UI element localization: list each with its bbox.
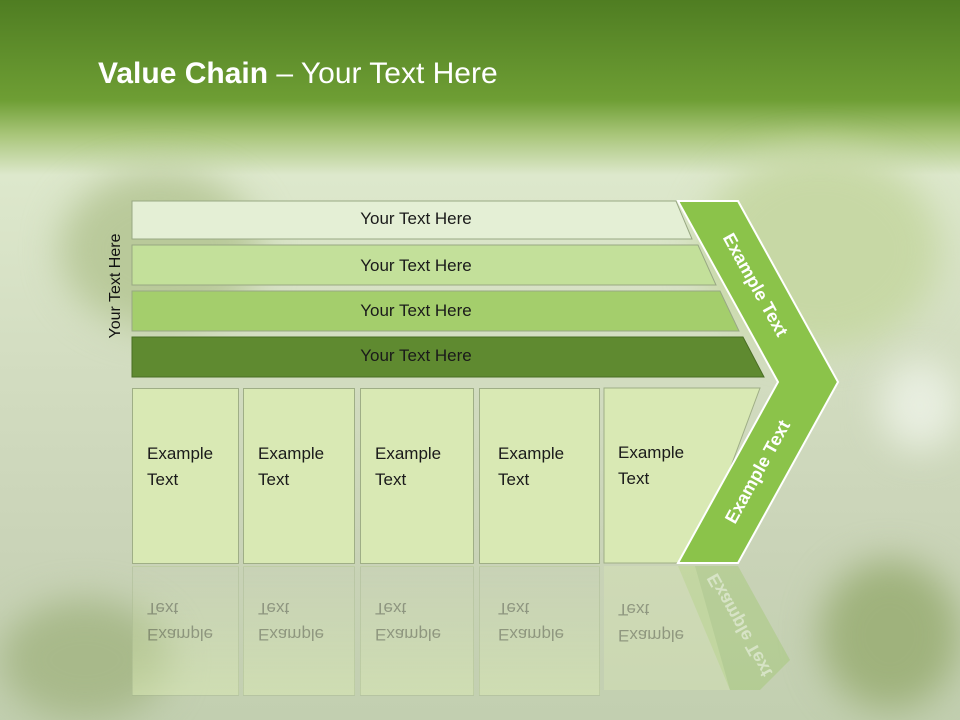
tier-bar-1	[131, 200, 693, 240]
column-line2: Text	[498, 470, 530, 489]
reflection-line2: Text	[147, 599, 179, 618]
reflection-line1: Example	[375, 625, 442, 644]
tier-bar-3	[131, 290, 740, 332]
reflection-text: Example Text	[375, 595, 470, 647]
column-line2: Text	[618, 469, 650, 488]
reflection-text: Example Text	[498, 595, 593, 647]
reflection-line1: Example	[258, 625, 325, 644]
column-line2: Text	[375, 470, 407, 489]
column-reflection: Example Text	[360, 566, 474, 696]
column-line2: Text	[147, 470, 179, 489]
column-line1: Example	[375, 444, 442, 463]
column-line1: Example	[147, 444, 214, 463]
column-reflection: Example Text	[479, 566, 600, 696]
column-line2: Text	[258, 470, 290, 489]
reflection-line1: Example	[498, 625, 565, 644]
reflection-line2: Text	[258, 599, 290, 618]
reflection-text: Example Text	[258, 595, 353, 647]
chevron-arrow-reflection	[678, 566, 790, 690]
tier-bar-2	[131, 244, 717, 286]
column-reflection: Example Text	[604, 566, 704, 696]
reflection-line1: Example	[147, 625, 214, 644]
column-line1: Example	[258, 444, 325, 463]
reflection-text: Example Text	[618, 596, 713, 648]
last-column-reflection	[604, 566, 730, 690]
page-title: Value Chain – Your Text Here	[98, 52, 498, 96]
column-line1: Example	[498, 444, 565, 463]
tier-bar-4	[131, 336, 765, 378]
tier-label-3: Your Text Here	[360, 301, 472, 320]
column-reflection: Example Text	[132, 566, 239, 696]
reflection-line1: Example	[618, 626, 685, 645]
column-reflection: Example Text	[243, 566, 355, 696]
reflection-text: Example Text	[147, 595, 242, 647]
chevron-arrow	[676, 200, 840, 564]
reflection-line2: Text	[618, 600, 650, 619]
foliage-blur	[820, 560, 960, 710]
foliage-blur	[880, 360, 960, 450]
tier-label-1: Your Text Here	[360, 209, 472, 228]
reflection-line2: Text	[375, 599, 407, 618]
tier-label-2: Your Text Here	[360, 256, 472, 275]
tier-label-4: Your Text Here	[360, 346, 472, 365]
column-line1: Example	[618, 443, 685, 462]
title-bold: Value Chain	[98, 57, 269, 90]
reflection-line2: Text	[498, 599, 530, 618]
title-rest: – Your Text Here	[268, 57, 498, 90]
